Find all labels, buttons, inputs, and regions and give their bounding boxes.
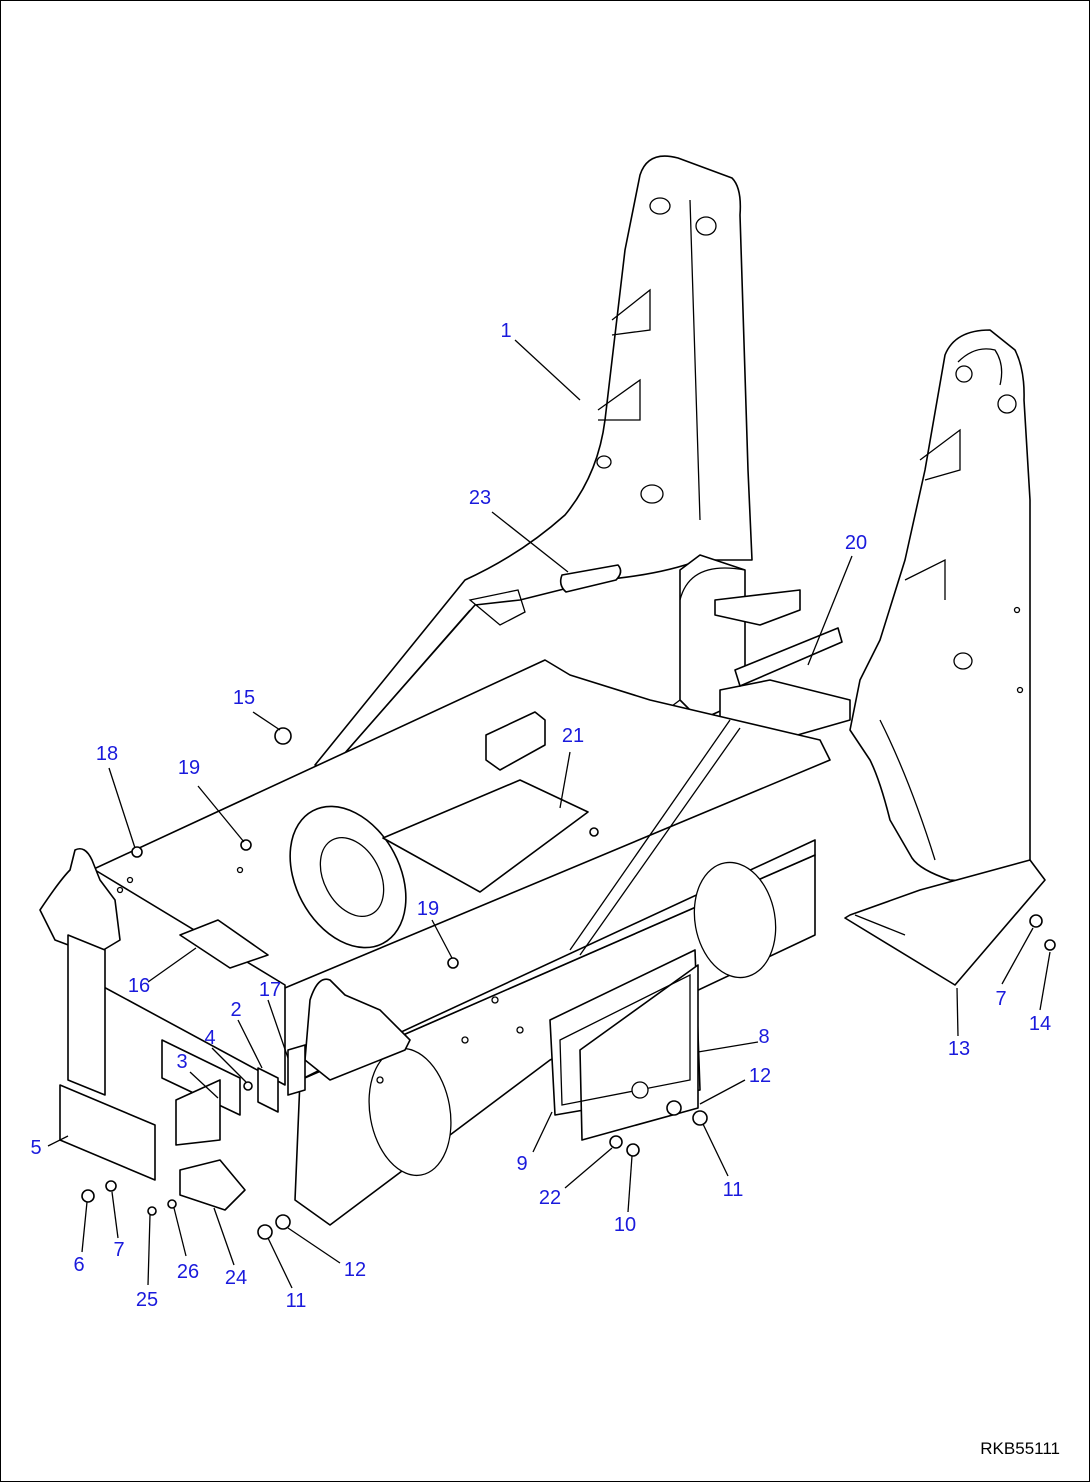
callout-18: 18 <box>96 743 118 765</box>
callout-12b: 12 <box>749 1065 771 1087</box>
callout-5: 5 <box>30 1137 41 1159</box>
callout-1: 1 <box>500 320 511 342</box>
callout-7a: 7 <box>113 1239 124 1261</box>
drawing-reference-code: RKB55111 <box>980 1439 1060 1458</box>
callout-9: 9 <box>516 1153 527 1175</box>
callout-2: 2 <box>230 999 241 1021</box>
callout-10: 10 <box>614 1214 636 1236</box>
callout-13: 13 <box>948 1038 970 1060</box>
callout-6: 6 <box>73 1254 84 1276</box>
callout-19a: 19 <box>178 757 200 779</box>
callout-4: 4 <box>204 1027 215 1049</box>
callout-3: 3 <box>176 1051 187 1073</box>
callout-26: 26 <box>177 1261 199 1283</box>
callout-20: 20 <box>845 532 867 554</box>
callout-15: 15 <box>233 687 255 709</box>
callout-21: 21 <box>562 725 584 747</box>
callout-19b: 19 <box>417 898 439 920</box>
right-upright-arm <box>849 329 1031 883</box>
callout-11a: 11 <box>286 1290 307 1312</box>
hardware <box>81 727 1056 1240</box>
callout-11b: 11 <box>723 1179 744 1201</box>
callout-16: 16 <box>128 975 150 997</box>
callout-8: 8 <box>758 1026 769 1048</box>
callout-23: 23 <box>469 487 491 509</box>
callout-25: 25 <box>136 1289 158 1311</box>
callout-12a: 12 <box>344 1259 366 1281</box>
callout-7b: 7 <box>995 988 1006 1010</box>
callout-22: 22 <box>539 1187 561 1209</box>
main-frame-body <box>39 564 1046 1226</box>
leader-lines <box>47 339 1051 1289</box>
callout-14: 14 <box>1029 1013 1051 1035</box>
callout-labels: 1 23 20 15 21 18 19 19 16 17 2 4 3 5 6 7… <box>30 320 1051 1312</box>
callout-24: 24 <box>225 1267 247 1289</box>
callout-17: 17 <box>259 979 281 1001</box>
rear-cross-member <box>599 554 851 761</box>
